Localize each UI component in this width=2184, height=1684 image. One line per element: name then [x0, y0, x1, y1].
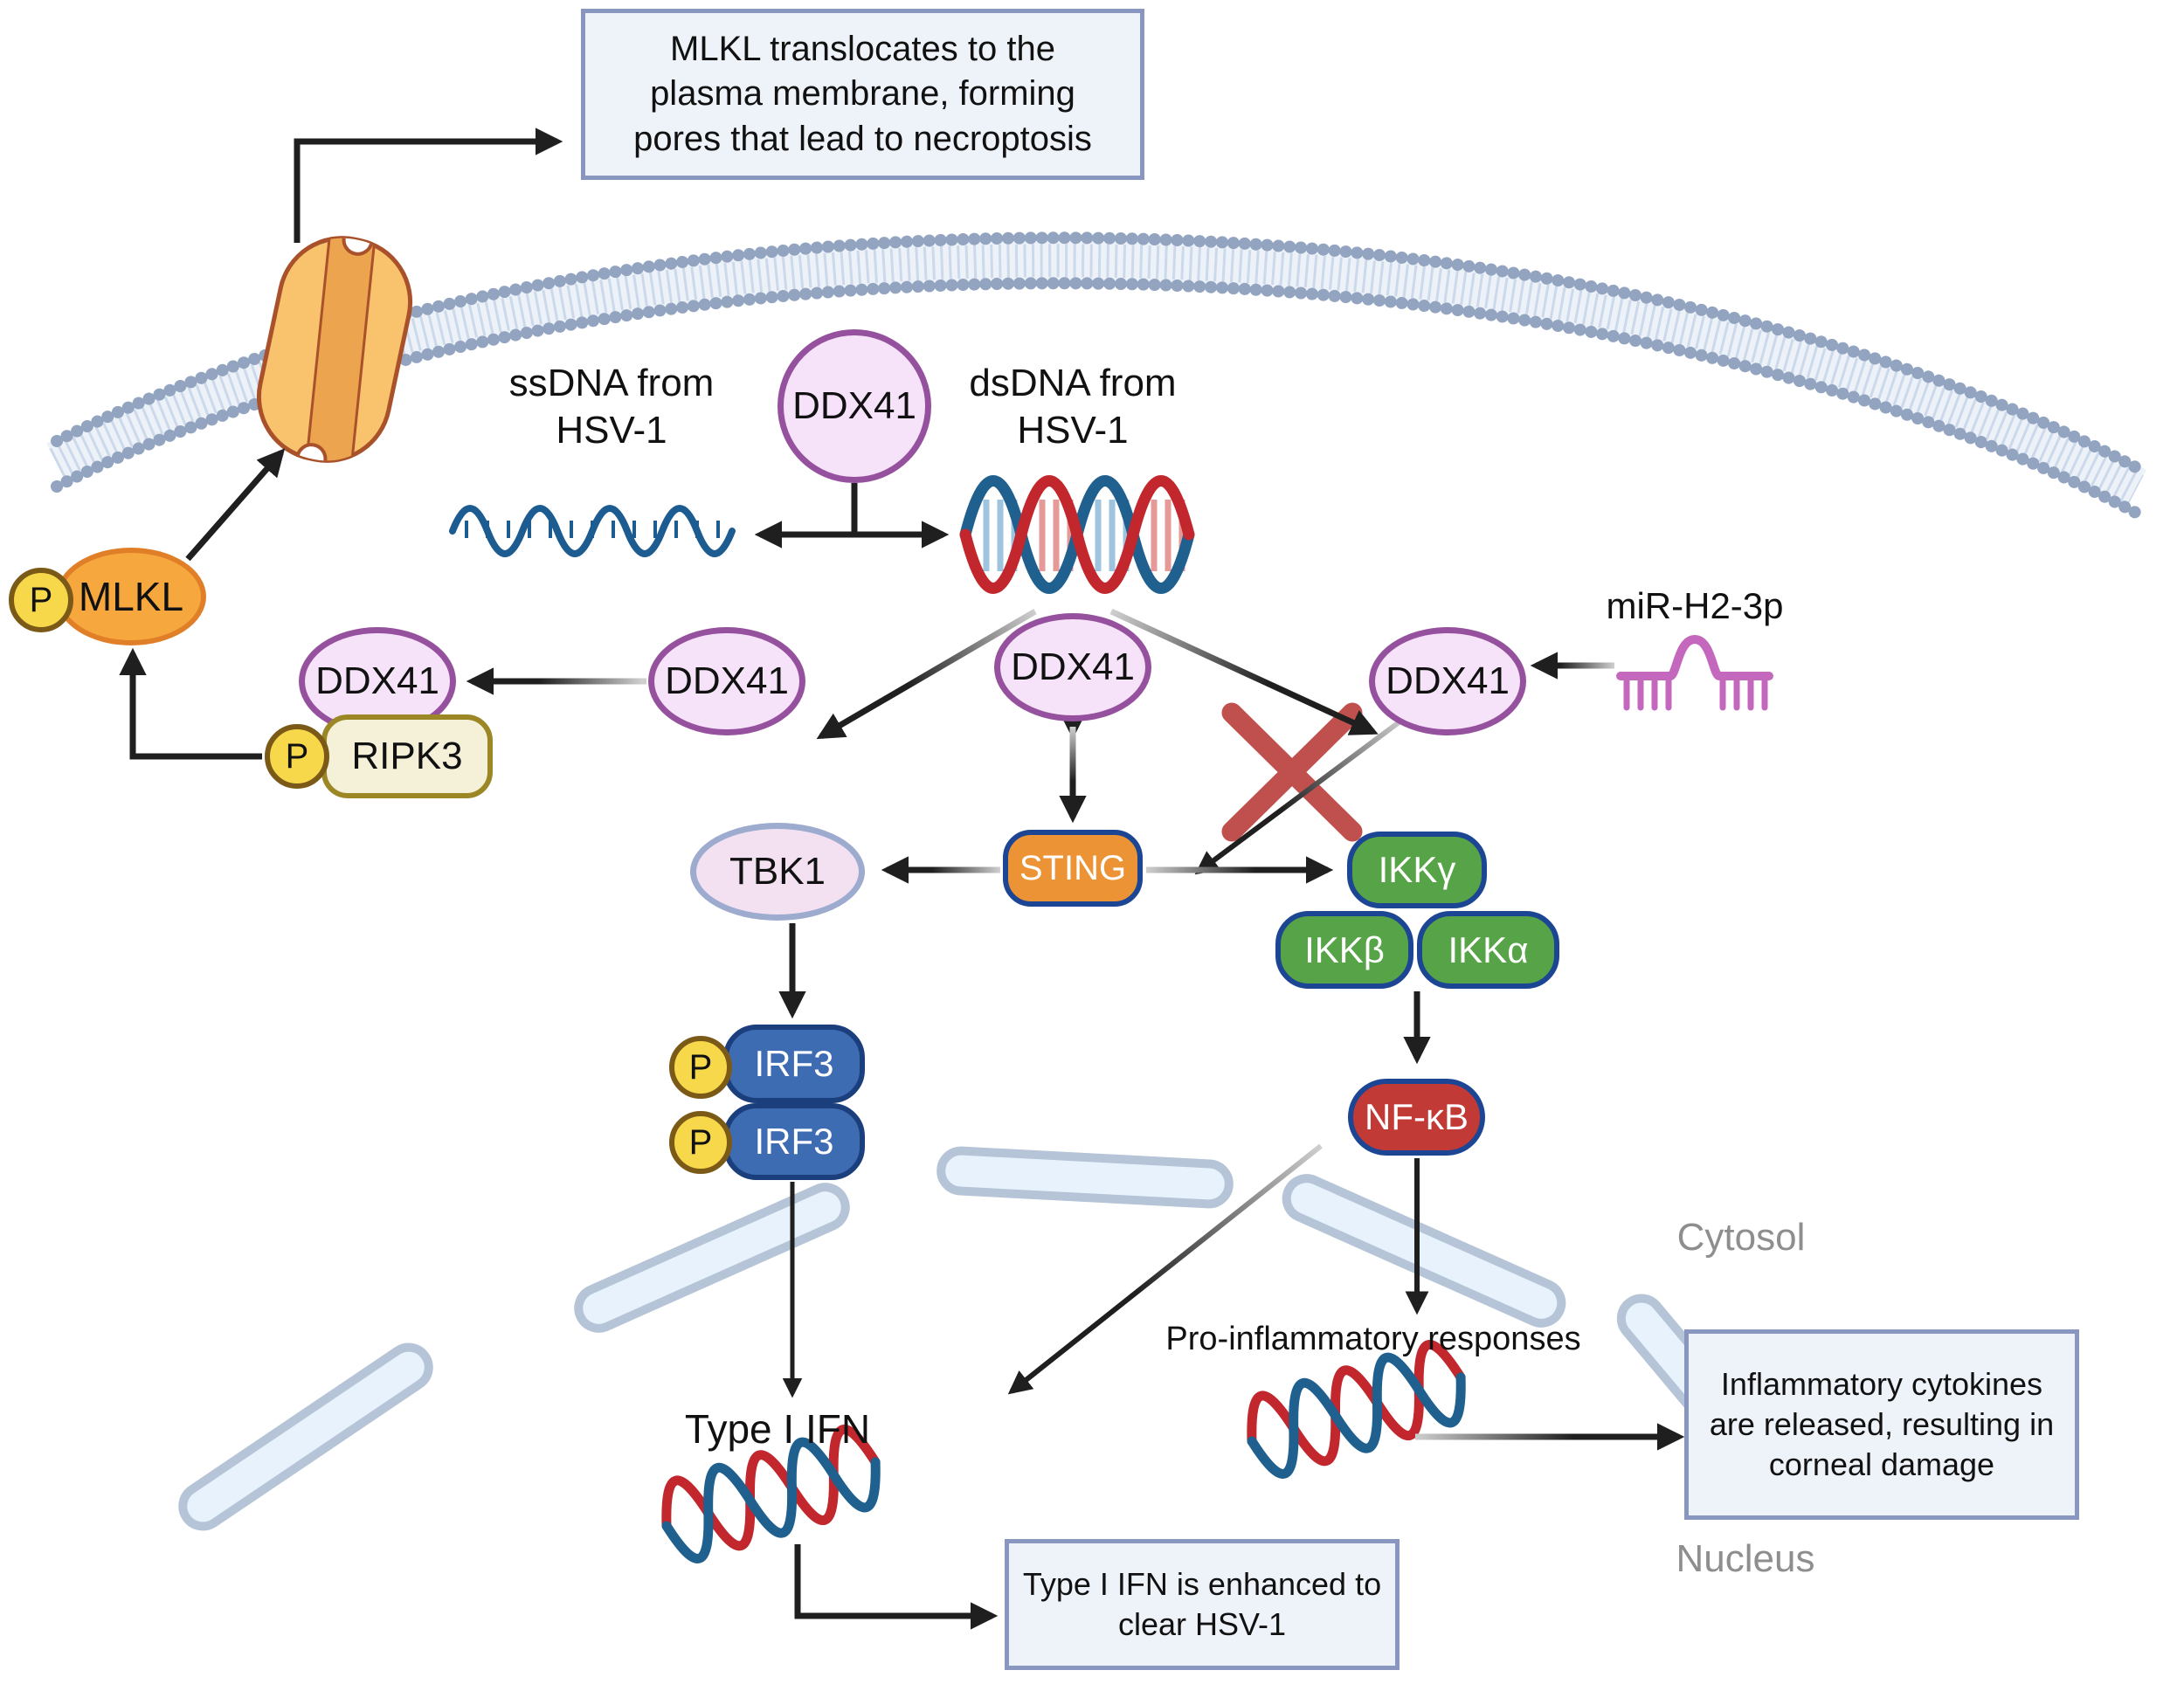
phospho-badge-ripk3: P: [265, 724, 329, 789]
arrow-dsdna-to-ddx41-right: [1109, 608, 1379, 735]
arrow-pore-to-note: [294, 128, 563, 243]
ifn-enhanced-note: Type I IFN is enhanced to clear HSV-1: [1005, 1539, 1400, 1670]
ddx41-node-4: DDX41: [1369, 627, 1526, 735]
tbk1-node: TBK1: [690, 823, 865, 921]
arrow-ddx41-blocked: [1194, 715, 1406, 875]
arrow-ifn-to-note: [794, 1544, 999, 1630]
phospho-badge-irf3-2: P: [669, 1111, 732, 1174]
cytokines-note: Inflammatory cytokines are released, res…: [1684, 1329, 2079, 1520]
ikk-gamma-node: IKKγ: [1347, 832, 1487, 908]
phospho-badge-mlkl: P: [9, 568, 73, 632]
arrows: [119, 128, 1685, 1630]
nucleus-label: Nucleus: [1676, 1537, 1815, 1580]
ddx41-node-3: DDX41: [994, 613, 1151, 721]
arrow-mlkl-to-pore: [185, 448, 286, 562]
nuclear-membrane-segment: [178, 1342, 433, 1531]
mlkl-node: MLKL: [56, 548, 206, 645]
dsdna-icon: [959, 475, 1195, 594]
nuclear-membrane-segment: [936, 1146, 1234, 1209]
nuclear-membrane-segment: [574, 1183, 850, 1333]
ddx41-node-2: DDX41: [648, 627, 805, 735]
arrow-nfkb-to-ifn: [1007, 1143, 1323, 1395]
irf3-node-1: IRF3: [723, 1025, 865, 1103]
nfkb-node: NF-κB: [1348, 1079, 1485, 1156]
pro-inflammatory-label: Pro-inflammatory responses: [1165, 1321, 1581, 1357]
ddx41-sensor-node: DDX41: [778, 329, 931, 483]
ikk-alpha-node: IKKα: [1417, 911, 1559, 989]
sting-node: STING: [1003, 830, 1143, 907]
dsdna-label: dsDNA from HSV-1: [969, 362, 1177, 452]
inhibition-cross-icon: [1221, 702, 1363, 842]
ripk3-node: RIPK3: [321, 714, 493, 798]
irf3-node-2: IRF3: [723, 1103, 865, 1180]
membrane-pore-icon: [256, 226, 413, 473]
necroptosis-note: MLKL translocates to the plasma membrane…: [581, 9, 1144, 180]
arrow-ripk3-to-mlkl: [119, 647, 262, 760]
ikk-beta-node: IKKβ: [1275, 911, 1413, 989]
mir-label: miR-H2-3p: [1606, 585, 1784, 626]
ssdna-label: ssDNA from HSV-1: [508, 362, 715, 452]
nuclear-membrane-segment: [1282, 1174, 1566, 1328]
mirna-hairpin-icon: [1616, 634, 1773, 711]
arrow-dsdna-to-ddx41-left: [816, 608, 1037, 740]
cytokine-mrna-icon: [1240, 1338, 1472, 1480]
type-i-ifn-label: Type I IFN: [684, 1406, 871, 1452]
ssdna-icon: [449, 505, 736, 557]
cytosol-label: Cytosol: [1676, 1216, 1806, 1259]
phospho-badge-irf3-1: P: [669, 1036, 732, 1099]
